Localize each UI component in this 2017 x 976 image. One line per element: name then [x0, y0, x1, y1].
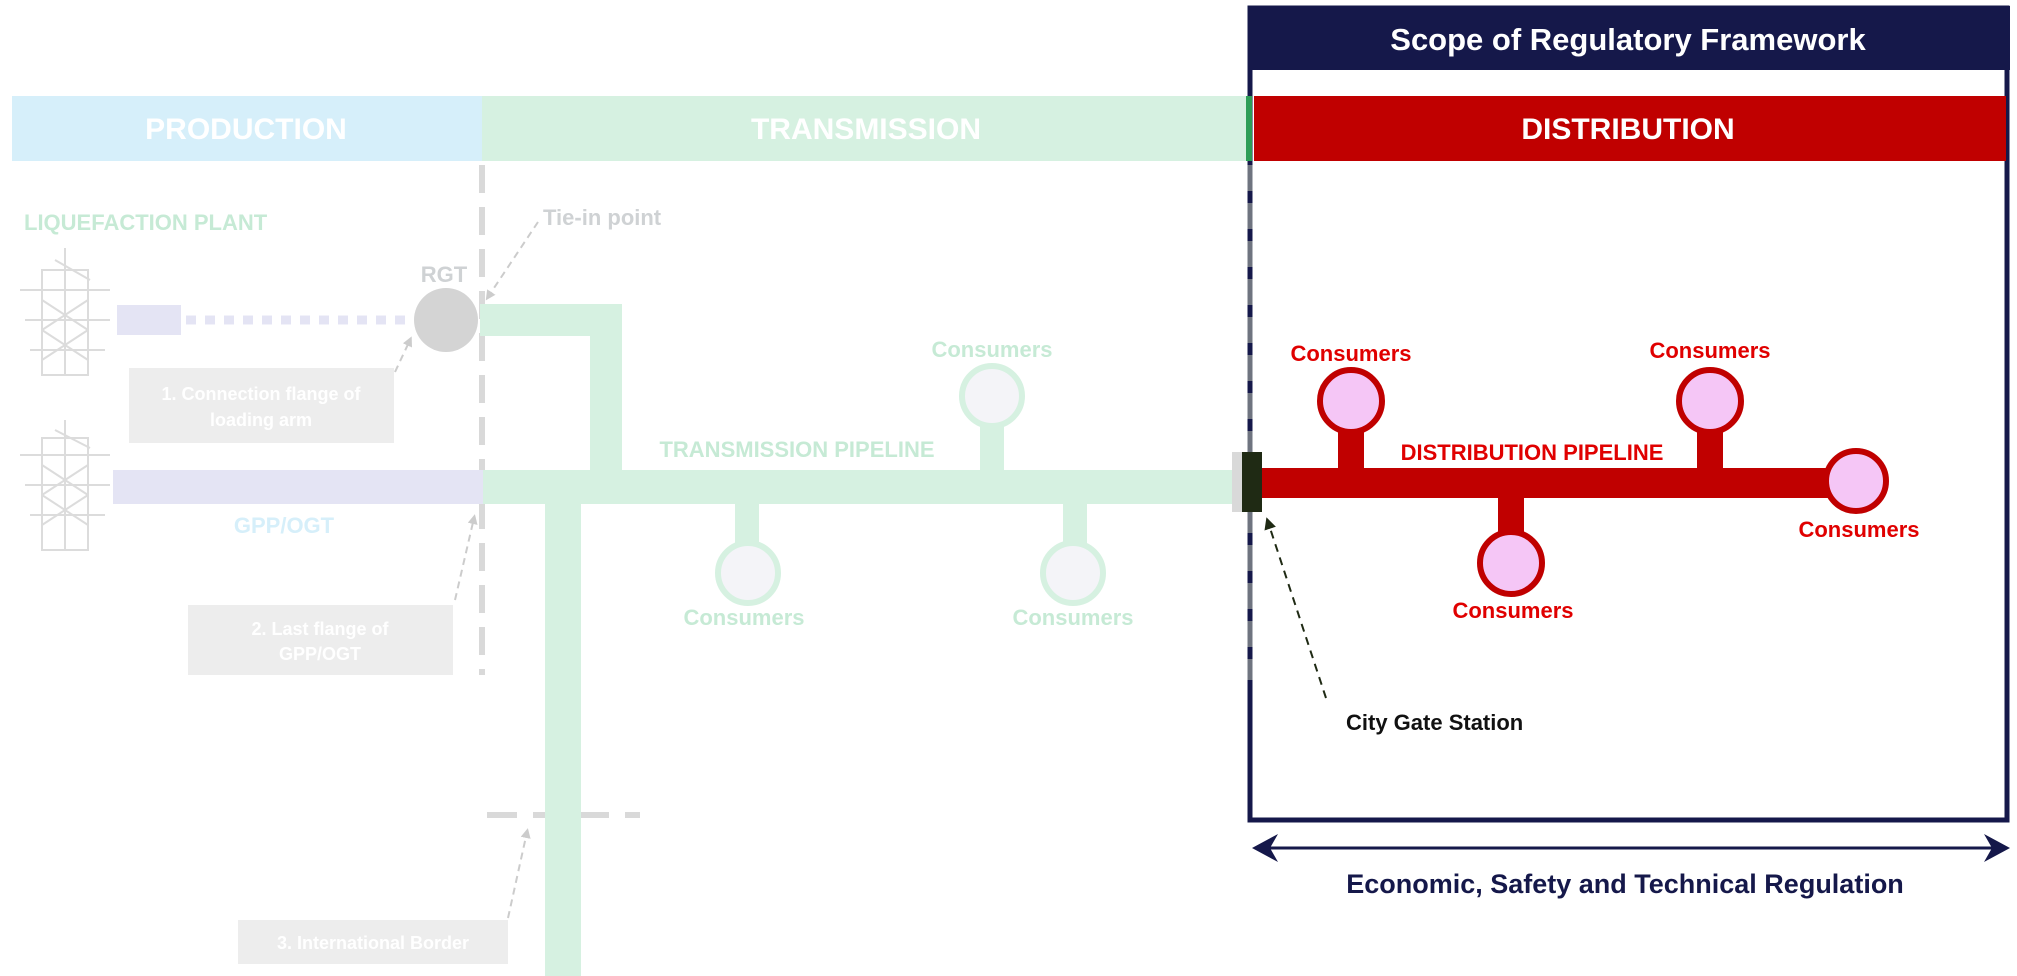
city-gate-station-node [1242, 452, 1262, 512]
distribution-pipeline-label: DISTRIBUTION PIPELINE [1401, 440, 1664, 465]
callout-last-flange [188, 605, 453, 675]
callout-international-border [238, 920, 508, 964]
distribution-consumer-node-2 [1676, 367, 1744, 435]
production-band [12, 96, 482, 161]
transmission-main-pipe [483, 470, 1248, 504]
gpp-ogt-pipe [113, 470, 483, 504]
city-gate-station-label: City Gate Station [1346, 710, 1523, 735]
regulation-scope-label: Economic, Safety and Technical Regulatio… [1346, 869, 1904, 899]
callout-international-border-arrow [507, 828, 531, 919]
distribution-consumer-label-4: Consumers [1798, 517, 1919, 542]
distribution-label: DISTRIBUTION [1521, 113, 1734, 146]
loading-arm [117, 305, 181, 335]
transmission-pipeline-label: TRANSMISSION PIPELINE [659, 437, 934, 462]
rgt-riser-pipe [590, 304, 622, 489]
distribution-consumer-node-1 [1317, 367, 1385, 435]
transmission-band [482, 96, 1252, 161]
callout-connection-flange-arrow [394, 336, 412, 373]
callout-last-flange-line1: 2. Last flange of [251, 619, 389, 639]
distribution-consumer-label-2: Consumers [1649, 338, 1770, 363]
liquefaction-plant-icon [20, 248, 110, 376]
international-export-pipe [545, 500, 581, 976]
transmission-consumer-node-3 [1040, 540, 1106, 606]
callout-last-flange-arrow [454, 514, 478, 601]
consumer-branch-3 [1063, 500, 1087, 548]
consumer-branch-1 [980, 420, 1004, 475]
transmission-consumer-node-1 [959, 363, 1025, 429]
callout-connection-flange-line1: 1. Connection flange of [161, 384, 361, 404]
distribution-consumer-node-4 [1823, 448, 1889, 514]
regulation-scope-arrow-left [1252, 834, 1278, 862]
distribution-main-pipe [1262, 468, 1850, 498]
transmission-consumer-label-1: Consumers [931, 337, 1052, 362]
distribution-consumer-node-3 [1477, 529, 1545, 597]
callout-last-flange-line2: GPP/OGT [279, 644, 361, 664]
consumer-branch-2 [735, 500, 759, 548]
production-label: PRODUCTION [145, 113, 347, 146]
transmission-consumer-node-2 [715, 540, 781, 606]
transmission-consumer-label-2: Consumers [683, 605, 804, 630]
callout-connection-flange [129, 368, 394, 443]
distribution-network [1262, 420, 1850, 539]
transmission-network [480, 304, 1248, 976]
gpp-ogt-plant-icon [20, 420, 110, 551]
regulation-scope-arrow-right [1984, 834, 2010, 862]
liquefaction-plant-label: LIQUEFACTION PLANT [24, 210, 268, 235]
distribution-consumer-label-1: Consumers [1290, 341, 1411, 366]
rgt-label: RGT [421, 262, 468, 287]
transmission-label: TRANSMISSION [751, 113, 981, 146]
tie-in-point-label: Tie-in point [543, 205, 662, 230]
city-gate-station-arrow [1264, 517, 1327, 699]
transmission-consumer-label-3: Consumers [1012, 605, 1133, 630]
rgt-node [414, 288, 478, 352]
gpp-ogt-label: GPP/OGT [234, 513, 335, 538]
distribution-band [1254, 96, 2006, 161]
framework-title: Scope of Regulatory Framework [1390, 22, 1866, 57]
framework-title-bar [1248, 6, 2010, 70]
distribution-consumer-label-3: Consumers [1452, 598, 1573, 623]
tie-in-point-arrow [485, 221, 539, 301]
band-divider-marker [1246, 96, 1252, 161]
callout-international-border-text: 3. International Border [277, 933, 469, 953]
callout-connection-flange-line2: loading arm [210, 410, 312, 430]
